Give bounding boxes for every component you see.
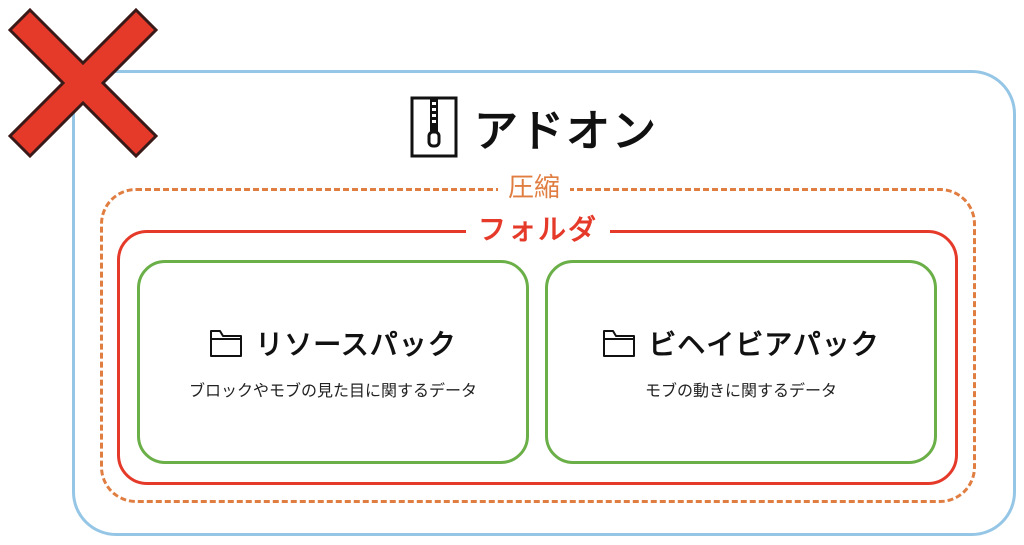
behavior-pack-title: ビヘイビアパック: [648, 328, 880, 361]
folder-icon: [603, 330, 636, 357]
behavior-pack-box: ビヘイビアパック モブの動きに関するデータ: [545, 260, 937, 464]
addon-header: アドオン: [410, 96, 658, 158]
resource-pack-description: ブロックやモブの見た目に関するデータ: [188, 381, 477, 400]
resource-pack-header: リソースパック: [140, 323, 526, 363]
behavior-pack-header: ビヘイビアパック: [548, 323, 934, 363]
addon-container: [72, 70, 1016, 536]
resource-pack-title: リソースパック: [255, 328, 457, 361]
zip-archive-icon: [410, 96, 458, 158]
addon-title: アドオン: [474, 106, 658, 157]
folder-icon: [210, 330, 243, 357]
behavior-pack-description: モブの動きに関するデータ: [644, 381, 837, 400]
resource-pack-box: リソースパック ブロックやモブの見た目に関するデータ: [137, 260, 529, 464]
red-x-icon: [8, 8, 158, 158]
folder-label: フォルダ: [466, 213, 611, 247]
compress-label: 圧縮: [498, 171, 571, 205]
